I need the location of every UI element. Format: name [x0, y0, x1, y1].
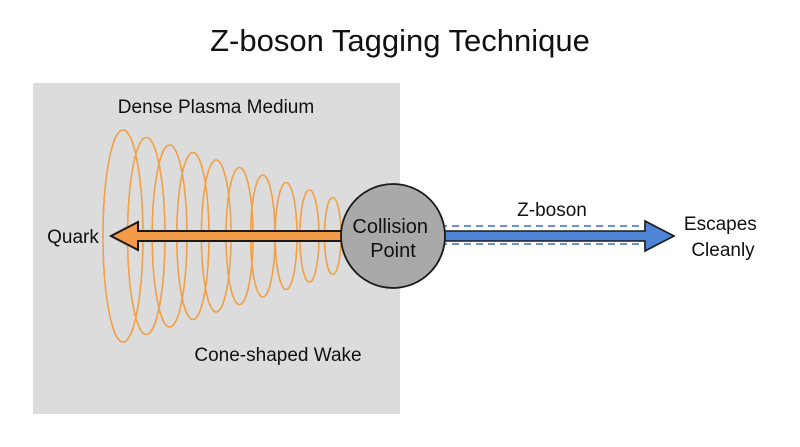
z-boson-label: Z-boson — [517, 200, 587, 221]
escapes-cleanly-label: Escapes Cleanly — [684, 214, 762, 261]
collision-point-label: Collision Point — [352, 216, 433, 262]
quark-arrow — [108, 220, 357, 252]
point-text: Point — [370, 240, 416, 262]
quark-label: Quark — [47, 227, 99, 248]
collision-text: Collision — [352, 216, 428, 238]
dense-plasma-medium-label: Dense Plasma Medium — [118, 97, 314, 118]
escapes-text: Escapes — [684, 214, 757, 235]
cleanly-text: Cleanly — [691, 240, 755, 261]
cone-shaped-wake-label: Cone-shaped Wake — [194, 345, 361, 366]
collision-point-circle — [340, 183, 446, 289]
z-boson-arrow — [439, 219, 676, 253]
dense-plasma-medium-region — [33, 83, 400, 414]
diagram-title: Z-boson Tagging Technique — [210, 23, 590, 58]
